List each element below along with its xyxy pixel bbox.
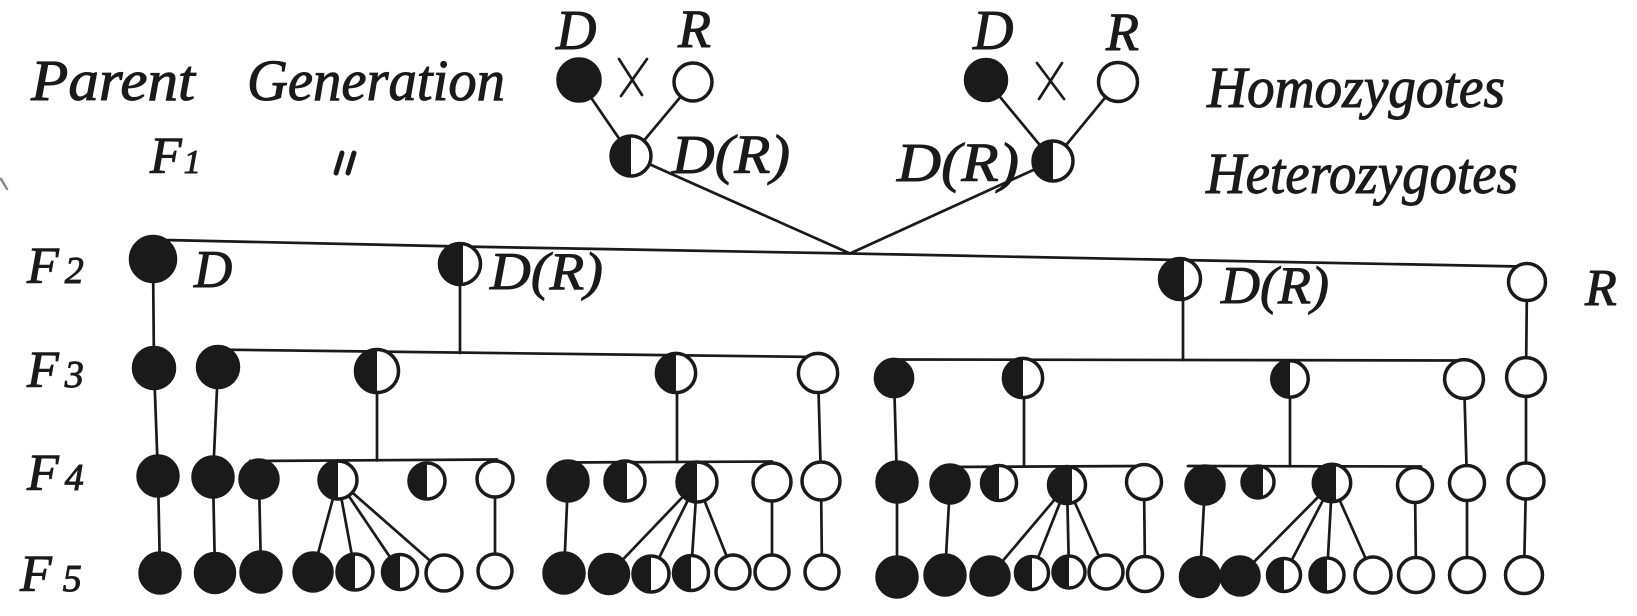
svg-text:Generation: Generation [247, 48, 505, 113]
svg-text:D(R): D(R) [896, 132, 1019, 193]
svg-text:Parent: Parent [30, 48, 197, 113]
svg-text:Heterozygotes: Heterozygotes [1205, 141, 1518, 206]
svg-text:D: D [193, 241, 232, 299]
svg-text:F2: F2 [26, 238, 84, 295]
svg-text:D(R): D(R) [489, 243, 603, 301]
svg-text:D: D [972, 0, 1013, 62]
svg-text:R: R [1584, 260, 1617, 317]
svg-text:D: D [555, 0, 596, 62]
svg-text:R: R [677, 0, 711, 59]
svg-text:R: R [1105, 2, 1139, 62]
svg-text:Homozygotes: Homozygotes [1206, 55, 1505, 120]
svg-text:F1: F1 [149, 128, 201, 185]
svg-text:D(R): D(R) [1220, 257, 1329, 315]
svg-text:D(R): D(R) [671, 124, 790, 185]
